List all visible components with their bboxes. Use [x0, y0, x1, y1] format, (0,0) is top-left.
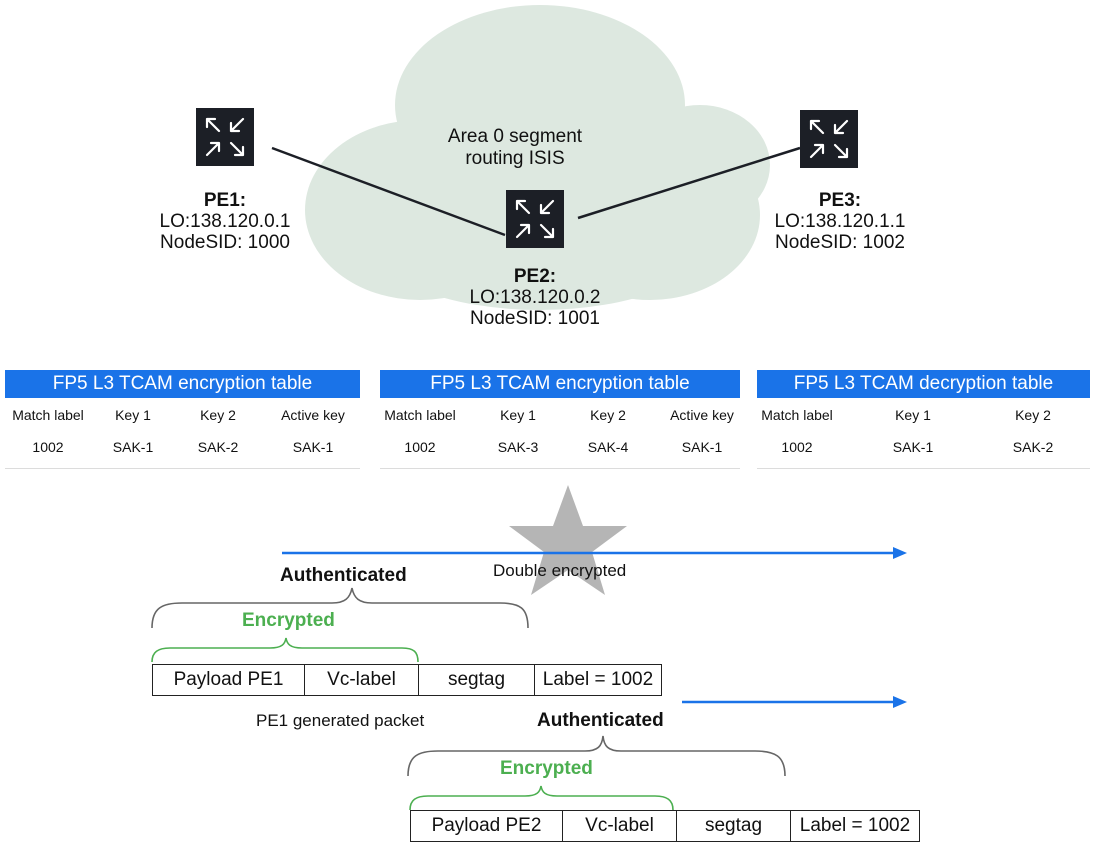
- table-cell: SAK-1: [112, 439, 154, 455]
- packet-field-segtag: segtag: [419, 665, 535, 695]
- router-pe1[interactable]: [196, 108, 254, 166]
- column-header: Key 2: [200, 407, 236, 423]
- router-loopback: LO:138.120.1.1: [774, 211, 906, 232]
- router-node-sid: NodeSID: 1002: [775, 232, 905, 253]
- packet-field-vc-label: Vc-label: [563, 811, 677, 841]
- table-cell: SAK-1: [892, 439, 934, 455]
- encrypted-label-2: Encrypted: [500, 758, 593, 779]
- table-cell: SAK-3: [497, 439, 539, 455]
- router-pe2[interactable]: [506, 190, 564, 248]
- router-name: PE3:: [818, 190, 862, 211]
- router-arrows-icon: [809, 119, 849, 159]
- packet-caption: PE1 generated packet: [256, 711, 425, 730]
- packet-field-vc-label: Vc-label: [305, 665, 419, 695]
- flow-arrow-top: [282, 547, 907, 559]
- packet-field-label: Label = 1002: [799, 815, 911, 836]
- star-icon: [509, 485, 627, 595]
- tcam-table-pe3: FP5 L3 TCAM decryption table Match label…: [757, 370, 1090, 474]
- table-cell: 1002: [781, 439, 813, 455]
- encrypted-brace-1: [151, 637, 419, 663]
- double-encrypted-label: Double encrypted: [493, 561, 627, 580]
- column-header: Match label: [12, 407, 84, 423]
- link-pe2-pe3: [577, 146, 801, 220]
- cloud-label-line1: Area 0 segment: [447, 126, 583, 147]
- table-title: FP5 L3 TCAM decryption table: [757, 370, 1090, 398]
- authenticated-label-2: Authenticated: [537, 710, 664, 731]
- packet-field-label: Label = 1002: [542, 669, 654, 690]
- packet-field-payload: Payload PE1: [153, 665, 305, 695]
- router-node-sid: NodeSID: 1000: [160, 232, 290, 253]
- table-cell: 1002: [32, 439, 64, 455]
- column-header: Key 1: [500, 407, 536, 423]
- cloud-label-line2: routing ISIS: [465, 148, 565, 169]
- router-label-pe3: PE3: LO:138.120.1.1 NodeSID: 1002: [750, 190, 930, 253]
- table-cell: 1002: [404, 439, 436, 455]
- packet-pe1: Payload PE1 Vc-label segtag Label = 1002: [152, 664, 662, 696]
- authenticated-label-1: Authenticated: [280, 565, 407, 586]
- table-header-row: Match label Key 1 Key 2: [757, 398, 1090, 432]
- router-arrows-icon: [205, 117, 245, 157]
- tcam-table-pe2: FP5 L3 TCAM encryption table Match label…: [380, 370, 740, 474]
- router-node-sid: NodeSID: 1001: [470, 308, 600, 329]
- table-cell: SAK-1: [292, 439, 334, 455]
- cloud-label: Area 0 segment routing ISIS: [430, 126, 600, 170]
- encrypted-brace-2: [409, 785, 674, 811]
- router-loopback: LO:138.120.0.1: [159, 211, 291, 232]
- column-header: Match label: [761, 407, 833, 423]
- column-header: Key 1: [115, 407, 151, 423]
- table-row: 1002 SAK-1 SAK-2 SAK-1: [5, 432, 360, 469]
- router-arrows-icon: [515, 199, 555, 239]
- link-pe1-pe2: [271, 146, 506, 237]
- router-label-pe1: PE1: LO:138.120.0.1 NodeSID: 1000: [135, 190, 315, 253]
- table-cell: SAK-1: [681, 439, 723, 455]
- table-title: FP5 L3 TCAM encryption table: [5, 370, 360, 398]
- authenticated-brace-1: [151, 587, 529, 629]
- table-header-row: Match label Key 1 Key 2 Active key: [5, 398, 360, 432]
- column-header: Key 2: [1015, 407, 1051, 423]
- table-title: FP5 L3 TCAM encryption table: [380, 370, 740, 398]
- table-cell: SAK-2: [197, 439, 239, 455]
- table-cell: SAK-2: [1012, 439, 1054, 455]
- encrypted-label-1: Encrypted: [242, 610, 335, 631]
- table-row: 1002 SAK-1 SAK-2: [757, 432, 1090, 469]
- packet-field-payload: Payload PE2: [411, 811, 563, 841]
- router-name: PE1:: [203, 190, 247, 211]
- router-pe3[interactable]: [800, 110, 858, 168]
- table-row: 1002 SAK-3 SAK-4 SAK-1: [380, 432, 740, 469]
- column-header: Key 1: [895, 407, 931, 423]
- column-header: Match label: [384, 407, 456, 423]
- tcam-table-pe1: FP5 L3 TCAM encryption table Match label…: [5, 370, 360, 474]
- column-header: Active key: [281, 407, 345, 423]
- packet-pe2: Payload PE2 Vc-label segtag Label = 1002: [410, 810, 920, 842]
- table-cell: SAK-4: [587, 439, 629, 455]
- packet-field-segtag: segtag: [677, 811, 791, 841]
- column-header: Key 2: [590, 407, 626, 423]
- table-header-row: Match label Key 1 Key 2 Active key: [380, 398, 740, 432]
- flow-arrow-bottom: [682, 696, 907, 708]
- router-loopback: LO:138.120.0.2: [469, 287, 601, 308]
- authenticated-brace-2: [407, 735, 786, 777]
- router-name: PE2:: [513, 266, 557, 287]
- column-header: Active key: [670, 407, 734, 423]
- router-label-pe2: PE2: LO:138.120.0.2 NodeSID: 1001: [445, 266, 625, 329]
